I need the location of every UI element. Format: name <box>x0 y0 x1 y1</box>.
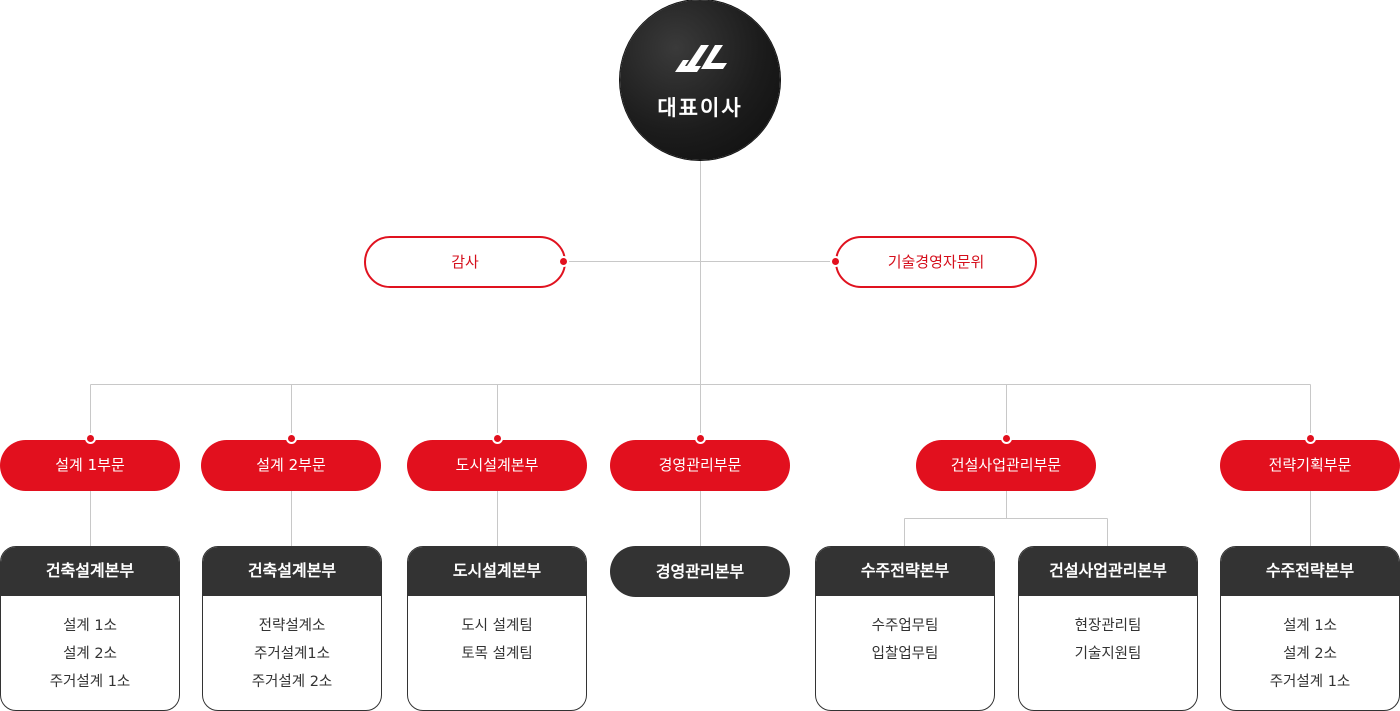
connector-dot <box>830 256 841 267</box>
unit-card: 건축설계본부 전략설계소 주거설계1소 주거설계 2소 <box>202 546 382 711</box>
unit-card: 수주전략본부 설계 1소 설계 2소 주거설계 1소 <box>1220 546 1400 711</box>
division-construction-management: 건설사업관리부문 <box>916 440 1096 491</box>
connector-dot <box>492 433 503 444</box>
team-item: 전략설계소 <box>258 618 326 634</box>
unit-title: 경영관리본부 <box>610 546 790 597</box>
connector-dot <box>286 433 297 444</box>
team-list: 도시 설계팀 토목 설계팀 <box>408 596 586 668</box>
team-item: 설계 2소 <box>63 646 117 662</box>
unit-title: 도시설계본부 <box>408 547 586 596</box>
team-item: 주거설계 1소 <box>1269 674 1351 690</box>
team-item: 기술지원팀 <box>1074 646 1142 662</box>
division-strategy-planning: 전략기획부문 <box>1220 440 1400 491</box>
division-design-2: 설계 2부문 <box>201 440 381 491</box>
connector-dot <box>1001 433 1012 444</box>
team-list: 설계 1소 설계 2소 주거설계 1소 <box>1 596 179 696</box>
team-item: 설계 2소 <box>1283 646 1337 662</box>
unit-card: 도시설계본부 도시 설계팀 토목 설계팀 <box>407 546 587 711</box>
unit-title: 수주전략본부 <box>1221 547 1399 596</box>
unit-title: 건축설계본부 <box>203 547 381 596</box>
ceo-node: 대표이사 <box>620 0 780 160</box>
team-item: 토목 설계팀 <box>461 646 533 662</box>
team-item: 설계 1소 <box>63 618 117 634</box>
ceo-title: 대표이사 <box>657 96 743 120</box>
unit-card: 경영관리본부 <box>610 546 790 597</box>
connector-dot <box>695 433 706 444</box>
team-item: 주거설계1소 <box>254 646 330 662</box>
team-item: 설계 1소 <box>1283 618 1337 634</box>
connector-dot <box>1305 433 1316 444</box>
company-logo-icon <box>675 45 727 72</box>
team-item: 주거설계 2소 <box>251 674 333 690</box>
division-management: 경영관리부문 <box>610 440 790 491</box>
team-item: 도시 설계팀 <box>461 618 533 634</box>
team-list: 전략설계소 주거설계1소 주거설계 2소 <box>203 596 381 696</box>
unit-title: 수주전략본부 <box>816 547 994 596</box>
division-design-1: 설계 1부문 <box>0 440 180 491</box>
connector-dot <box>558 256 569 267</box>
team-item: 입찰업무팀 <box>871 646 939 662</box>
unit-card: 건축설계본부 설계 1소 설계 2소 주거설계 1소 <box>0 546 180 711</box>
team-list: 설계 1소 설계 2소 주거설계 1소 <box>1221 596 1399 696</box>
division-urban-design: 도시설계본부 <box>407 440 587 491</box>
connector-dot <box>85 433 96 444</box>
advisor-tech-committee: 기술경영자문위 <box>835 236 1037 288</box>
unit-title: 건축설계본부 <box>1 547 179 596</box>
team-list: 수주업무팀 입찰업무팀 <box>816 596 994 668</box>
unit-card: 수주전략본부 수주업무팀 입찰업무팀 <box>815 546 995 711</box>
team-item: 수주업무팀 <box>871 618 939 634</box>
team-list: 현장관리팀 기술지원팀 <box>1019 596 1197 668</box>
unit-title: 건설사업관리본부 <box>1019 547 1197 596</box>
team-item: 주거설계 1소 <box>49 674 131 690</box>
unit-card: 건설사업관리본부 현장관리팀 기술지원팀 <box>1018 546 1198 711</box>
team-item: 현장관리팀 <box>1074 618 1142 634</box>
advisor-audit: 감사 <box>364 236 566 288</box>
